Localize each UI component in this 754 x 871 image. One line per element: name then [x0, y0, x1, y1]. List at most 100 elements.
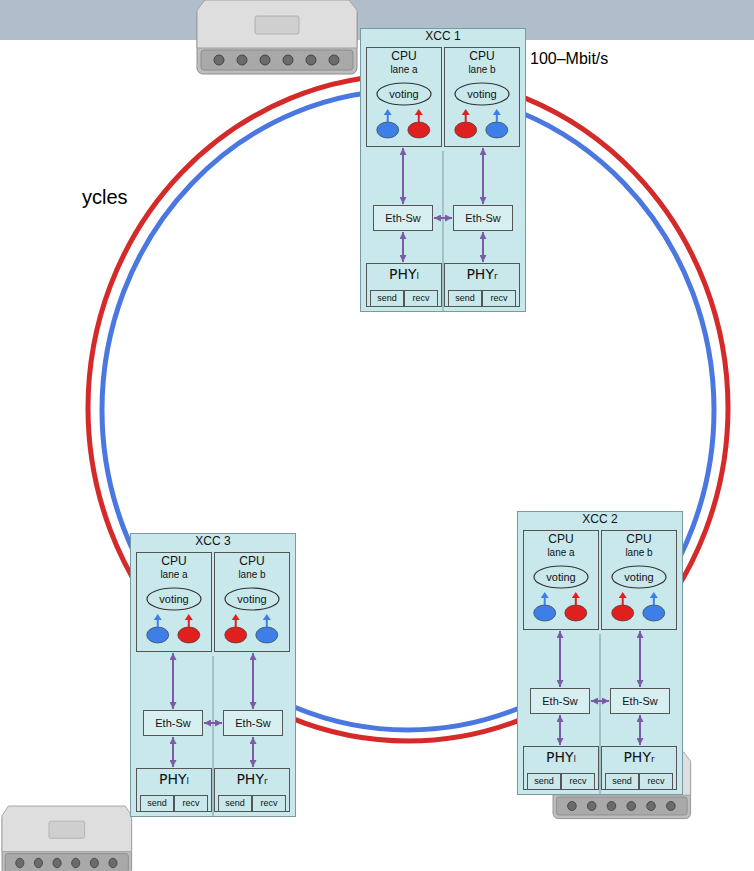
- data-link: [482, 232, 484, 262]
- channel-ellipse: [147, 627, 169, 643]
- port-name: recv: [412, 293, 429, 303]
- data-link: [591, 700, 609, 702]
- channel-arrow-head: [541, 592, 549, 598]
- port-name: recv: [260, 798, 277, 808]
- lane-name: lane b: [625, 547, 652, 559]
- link-speed: 100–Mbit/s: [530, 50, 608, 68]
- recv-port: recv: [639, 773, 673, 790]
- switch-name: Eth-Sw: [385, 212, 420, 225]
- channel-ellipse: [455, 122, 477, 138]
- cpu-box: voting CPUlane b: [444, 47, 520, 147]
- recv-port: recv: [404, 290, 438, 307]
- channel-ellipse: [256, 627, 278, 643]
- data-link: [402, 232, 404, 262]
- channel-ellipse: [377, 122, 399, 138]
- port-name: recv: [569, 776, 586, 786]
- phy-name: PHYᵣ: [466, 266, 497, 282]
- phy-name: PHYₗ: [159, 771, 189, 787]
- port-name: recv: [490, 293, 507, 303]
- send-port: send: [140, 795, 174, 812]
- channel-arrow: [544, 597, 546, 605]
- cut-off-text: ycles: [82, 186, 128, 209]
- voting-outline: [534, 566, 588, 588]
- port-name: send: [455, 293, 475, 303]
- cpu-box: voting CPUlane b: [601, 530, 677, 630]
- send-port: send: [527, 773, 561, 790]
- cpu-title: CPU: [469, 50, 494, 64]
- channel-arrow-head: [232, 614, 240, 620]
- port-name: send: [534, 776, 554, 786]
- data-link: [172, 653, 174, 709]
- recv-port: recv: [174, 795, 208, 812]
- voting-outline: [612, 566, 666, 588]
- channel-ellipse: [225, 627, 247, 643]
- ethernet-switch: Eth-Sw: [223, 710, 283, 736]
- phy-box: send recv PHYₗ: [366, 263, 442, 307]
- channel-arrow: [387, 114, 389, 122]
- channel-ellipse: [408, 122, 430, 138]
- voting-text: voting: [159, 593, 188, 606]
- voting-text: voting: [389, 88, 418, 101]
- send-port: send: [605, 773, 639, 790]
- switch-name: Eth-Sw: [155, 717, 190, 730]
- phy-box: sendrecvPHYₗ: [523, 746, 599, 790]
- channel-arrow: [188, 619, 190, 627]
- port-name: send: [612, 776, 632, 786]
- channel-arrow: [465, 114, 467, 122]
- channel-arrow-head: [572, 592, 580, 598]
- phy-box: sendrecvPHYᵣ: [214, 768, 290, 812]
- phy-name: PHYᵣ: [623, 749, 654, 765]
- label-holder: 100–Mbit/s: [530, 50, 608, 68]
- switch-name: Eth-Sw: [235, 717, 270, 730]
- lane-name: lane b: [468, 64, 495, 76]
- channel-arrow: [575, 597, 577, 605]
- recv-port: recv: [252, 795, 286, 812]
- channel-arrow-head: [415, 109, 423, 115]
- data-link: [639, 715, 641, 745]
- phy-name: PHYₗ: [389, 266, 419, 282]
- switch-name: Eth-Sw: [465, 212, 500, 225]
- cpu-title: CPU: [391, 50, 416, 64]
- data-link: [482, 148, 484, 204]
- lane-name: lane a: [390, 64, 417, 76]
- data-link: [559, 715, 561, 745]
- cpu-title: CPU: [626, 533, 651, 547]
- voting-text: voting: [467, 88, 496, 101]
- channel-ellipse: [565, 605, 587, 621]
- data-link: [172, 737, 174, 767]
- channel-arrow: [157, 619, 159, 627]
- channel-arrow-head: [650, 592, 658, 598]
- cpu-box: voting CPUlane a: [366, 47, 442, 147]
- voting-outline: [455, 83, 509, 105]
- phy-box: sendrecv PHYₗ: [136, 768, 212, 812]
- data-link: [204, 722, 222, 724]
- channel-ellipse: [643, 605, 665, 621]
- cpu-box: votingCPUlane a: [523, 530, 599, 630]
- controller-title: XCC 1: [425, 30, 460, 44]
- channel-arrow: [622, 597, 624, 605]
- controller-box: votingCPUlane avotingCPUlane bEth-SwEth-…: [360, 28, 526, 312]
- ethernet-switch: Eth-Sw: [610, 688, 670, 714]
- channel-ellipse: [178, 627, 200, 643]
- voting-ellipse: voting: [376, 82, 432, 106]
- controller-title: XCC 3: [195, 535, 230, 549]
- controller-box: votingCPUlane avotingCPUlane bEth-SwEth-…: [130, 533, 296, 817]
- recv-port: recv: [561, 773, 595, 790]
- channel-arrow-head: [185, 614, 193, 620]
- device-image: [197, 0, 357, 74]
- lane-name: lane a: [547, 547, 574, 559]
- channel-arrow: [266, 619, 268, 627]
- channel-arrow-head: [462, 109, 470, 115]
- data-link: [639, 631, 641, 687]
- voting-ellipse: voting: [146, 587, 202, 611]
- channel-arrow: [418, 114, 420, 122]
- data-link: [434, 217, 452, 219]
- channel-ellipse: [534, 605, 556, 621]
- data-link: [402, 148, 404, 204]
- port-name: send: [377, 293, 397, 303]
- label-holder: ycles: [82, 186, 128, 209]
- send-port: send: [370, 290, 404, 307]
- cpu-box: votingCPUlane b: [214, 552, 290, 652]
- voting-text: voting: [624, 571, 653, 584]
